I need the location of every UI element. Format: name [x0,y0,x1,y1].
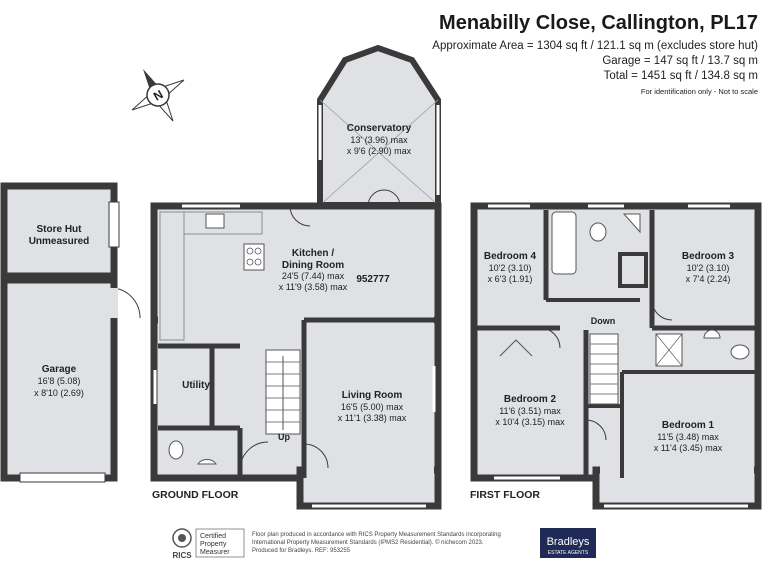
agent-subtitle: ESTATE AGENTS [548,550,589,556]
ground-floor [150,44,442,510]
rics-logo: RICS [172,528,192,560]
compass-circle [146,83,170,107]
compass: N [131,69,185,122]
footer-note-1: Floor plan produced in accordance with R… [252,532,501,538]
bedroom1-dim-1: 11'5 (3.48) max [657,432,719,442]
conservatory-name: Conservatory [347,123,412,134]
bathroom-toilet-icon [589,222,607,242]
living-room-dim-2: x 11'1 (3.38) max [338,413,407,423]
conservatory-dim-2: x 9'6 (2.90) max [347,146,412,156]
approximate-area: Approximate Area = 1304 sq ft / 121.1 sq… [432,40,758,52]
ensuite-basin-icon [703,329,721,339]
kitchen-name-1: Kitchen / [292,248,334,259]
agent-name: Bradleys [547,536,590,548]
badge-line-2: Property [200,541,227,548]
kitchen-sink-icon [205,213,225,229]
garage-name: Garage [42,364,77,375]
garage-area: Garage = 147 sq ft / 13.7 sq m [602,55,758,67]
bedroom1-name: Bedroom 1 [662,420,715,431]
garage-dim-1: 16'8 (5.08) [38,376,81,386]
stairs-up-label: Up [278,432,290,442]
rics-brand: RICS [172,551,192,560]
stairs-down [589,333,619,405]
reference-code: 952777 [356,274,390,285]
garage [0,276,141,483]
kitchen-dim-2: x 11'9 (3.58) max [279,282,348,292]
bathroom-basin-icon [622,213,641,234]
garage-dim-2: x 8'10 (2.69) [34,388,84,398]
kitchen-dim-1: 24'5 (7.44) max [282,271,345,281]
bedroom3-dim-1: 10'2 (3.10) [687,263,730,273]
ensuite-toilet-icon [730,344,750,360]
stairs-up [265,349,301,435]
bath-icon [551,211,577,275]
bedroom2-dim-1: 11'6 (3.51) max [499,406,561,416]
store-hut [0,182,120,280]
bedroom4-name: Bedroom 4 [484,251,537,262]
bedroom1-dim-2: x 11'4 (3.45) max [654,443,723,453]
wc-basin-icon [197,459,217,465]
bedroom3-dim-2: x 7'4 (2.24) [686,274,731,284]
store-hut-name: Store Hut [37,224,83,235]
bedroom2-dim-2: x 10'4 (3.15) max [495,417,565,427]
store-hut-note: Unmeasured [29,236,90,247]
living-room-dim-1: 16'5 (5.00) max [341,402,404,412]
bedroom4-dim-2: x 6'3 (1.91) [488,274,533,284]
footer-note-3: Produced for Bradleys. REF: 953255 [252,548,351,554]
first-floor [470,202,762,510]
badge-line-1: Certified [200,533,226,540]
badge-line-3: Measurer [200,549,230,556]
kitchen-name-2: Dining Room [282,260,344,271]
living-room-name: Living Room [342,390,403,401]
footer-note-2: International Property Measurement Stand… [252,539,484,546]
hob-icon [243,243,265,271]
bedroom3-name: Bedroom 3 [682,251,735,262]
store-hut-window [108,201,120,248]
first-floor-label: FIRST FLOOR [470,489,540,501]
bedroom4-dim-1: 10'2 (3.10) [489,263,532,273]
ground-floor-label: GROUND FLOOR [152,489,239,501]
stairs-down-label: Down [591,316,616,326]
garage-door [19,472,106,483]
certified-measurer-badge: Certified Property Measurer [195,528,245,558]
identification-note: For identification only - Not to scale [640,87,758,96]
conservatory-dim-1: 13' (3.96) max [350,135,408,145]
agent-logo: Bradleys ESTATE AGENTS [540,528,596,558]
utility-name: Utility [182,380,210,391]
bedroom2-name: Bedroom 2 [504,394,557,405]
wc-toilet-icon [168,440,184,460]
page-title: Menabilly Close, Callington, PL17 [439,12,758,34]
total-area: Total = 1451 sq ft / 134.8 sq m [603,70,758,82]
